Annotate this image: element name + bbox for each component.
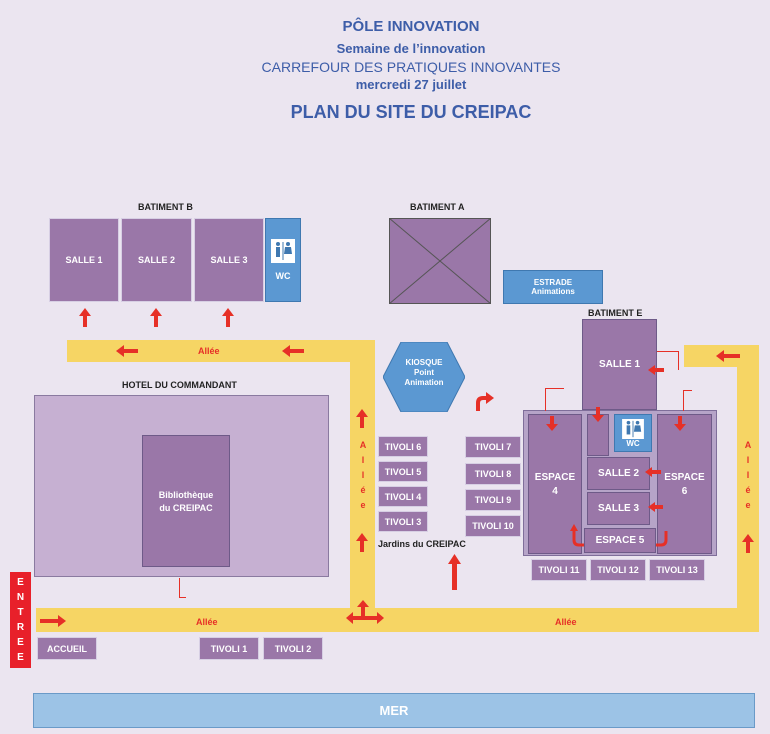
event-date: mercredi 27 juillet bbox=[355, 77, 467, 92]
hotel-label: HOTEL DU COMMANDANT bbox=[122, 380, 237, 390]
allee-label-top: Allée bbox=[198, 346, 220, 356]
curved-arrow-icon bbox=[572, 530, 668, 547]
batiment-a-label: BATIMENT A bbox=[410, 202, 465, 212]
batiment-e-espace-5[interactable]: ESPACE 5 bbox=[584, 528, 656, 553]
arrow-down-icon bbox=[546, 416, 558, 431]
arrow-right-icon bbox=[40, 615, 66, 627]
arrow-up-icon bbox=[356, 409, 368, 428]
arrow-left-icon bbox=[648, 502, 663, 512]
tivoli-5[interactable]: TIVOLI 5 bbox=[378, 461, 428, 482]
allee-right-vertical bbox=[737, 345, 759, 632]
tivoli-13[interactable]: TIVOLI 13 bbox=[649, 559, 705, 581]
batiment-e-wc[interactable]: WC bbox=[614, 414, 652, 452]
tivoli-11[interactable]: TIVOLI 11 bbox=[531, 559, 587, 581]
accueil[interactable]: ACCUEIL bbox=[37, 637, 97, 660]
connector-salle-1 bbox=[657, 351, 679, 370]
arrow-up-icon bbox=[79, 308, 91, 327]
tivoli-1[interactable]: TIVOLI 1 bbox=[199, 637, 259, 660]
tivoli-8[interactable]: TIVOLI 8 bbox=[465, 463, 521, 485]
restroom-icon bbox=[271, 239, 295, 263]
arrow-left-icon bbox=[716, 350, 740, 362]
batiment-b-salle-1[interactable]: SALLE 1 bbox=[49, 218, 119, 302]
allee-middle-vertical bbox=[350, 340, 375, 632]
tivoli-10[interactable]: TIVOLI 10 bbox=[465, 515, 521, 537]
allee-label-bottom-left: Allée bbox=[196, 617, 218, 627]
curved-arrow-icon bbox=[476, 396, 488, 411]
connector-espace-4 bbox=[545, 388, 564, 411]
arrow-up-icon bbox=[448, 554, 461, 590]
crossroads-arrow-icon bbox=[346, 600, 384, 624]
week-title: Semaine de l’innovation bbox=[336, 41, 486, 56]
arrow-left-icon bbox=[648, 365, 664, 375]
batiment-b-salle-3[interactable]: SALLE 3 bbox=[194, 218, 264, 302]
arrow-left-icon bbox=[116, 345, 138, 357]
allee-bottom bbox=[36, 608, 758, 632]
connector-bibliotheque bbox=[179, 578, 186, 598]
batiment-e-salle-1[interactable]: SALLE 1 bbox=[582, 319, 657, 410]
allee-top bbox=[67, 340, 375, 362]
tivoli-4[interactable]: TIVOLI 4 bbox=[378, 486, 428, 507]
connector-espace-6 bbox=[683, 390, 692, 411]
restroom-icon bbox=[622, 418, 644, 439]
page-title: PLAN DU SITE DU CREIPAC bbox=[290, 102, 532, 122]
tivoli-6[interactable]: TIVOLI 6 bbox=[378, 436, 428, 457]
batiment-b-salle-2[interactable]: SALLE 2 bbox=[121, 218, 192, 302]
arrow-down-icon bbox=[592, 407, 604, 422]
event-title: CARREFOUR DES PRATIQUES INNOVANTES bbox=[261, 59, 561, 75]
batiment-e-salle-3[interactable]: SALLE 3 bbox=[587, 492, 650, 525]
pole-title: PÔLE INNOVATION bbox=[342, 18, 480, 35]
tivoli-7[interactable]: TIVOLI 7 bbox=[465, 436, 521, 458]
tivoli-9[interactable]: TIVOLI 9 bbox=[465, 489, 521, 511]
arrow-up-icon bbox=[222, 308, 234, 327]
arrow-down-icon bbox=[674, 416, 686, 431]
batiment-a-block bbox=[389, 218, 491, 304]
batiment-b-label: BATIMENT B bbox=[138, 202, 193, 212]
arrow-up-icon bbox=[742, 534, 754, 553]
tivoli-2[interactable]: TIVOLI 2 bbox=[263, 637, 323, 660]
tivoli-12[interactable]: TIVOLI 12 bbox=[590, 559, 646, 581]
arrow-up-icon bbox=[150, 308, 162, 327]
kiosque-hexagon bbox=[383, 342, 465, 412]
mer: MER bbox=[33, 693, 755, 728]
arrow-left-icon bbox=[282, 345, 304, 357]
arrow-up-icon bbox=[356, 533, 368, 552]
batiment-e-salle-2[interactable]: SALLE 2 bbox=[587, 457, 650, 490]
jardins-label: Jardins du CREIPAC bbox=[378, 539, 466, 549]
arrow-left-icon bbox=[645, 467, 661, 477]
allee-label-bottom-right: Allée bbox=[555, 617, 577, 627]
batiment-b-wc[interactable]: WC bbox=[265, 218, 301, 302]
batiment-e-label: BATIMENT E bbox=[588, 308, 643, 318]
tivoli-3[interactable]: TIVOLI 3 bbox=[378, 511, 428, 532]
